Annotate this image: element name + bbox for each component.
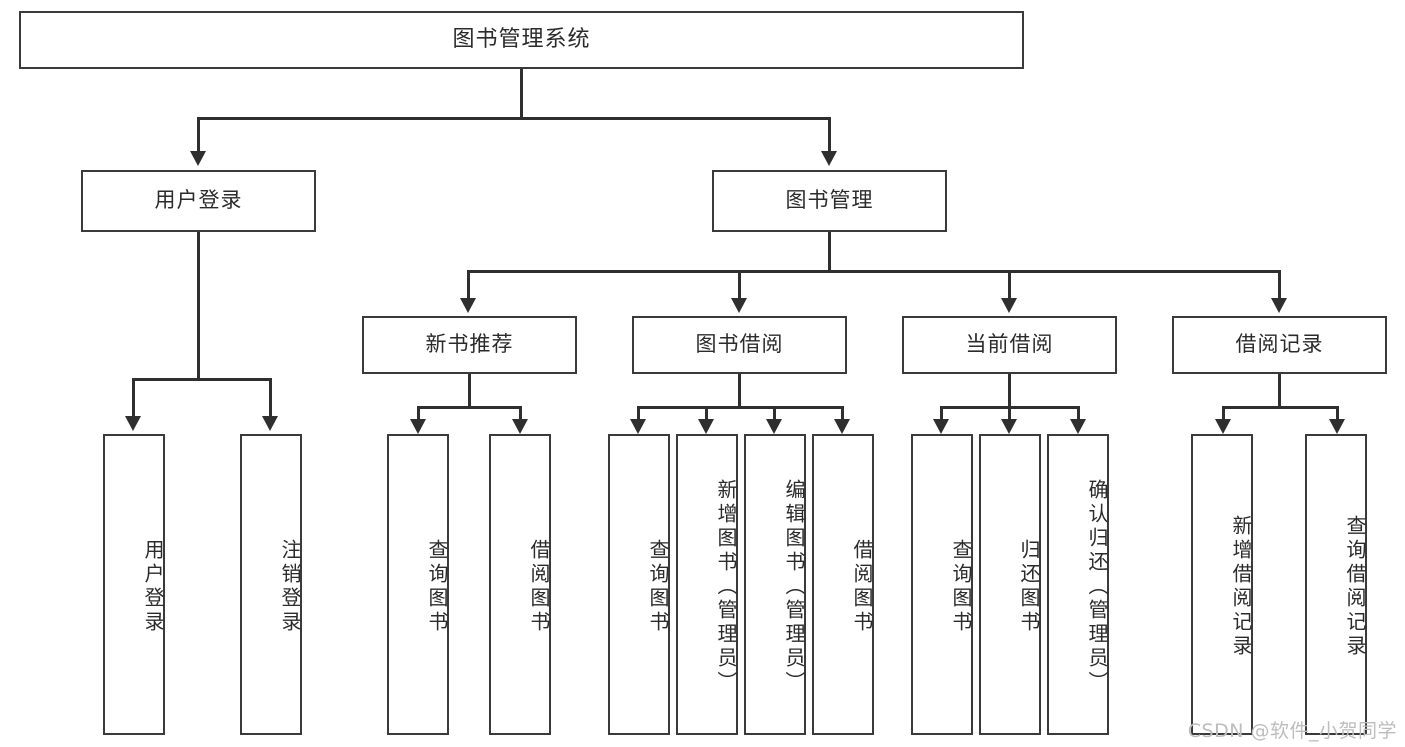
arrow-new-book-to-leaf-2	[512, 419, 528, 434]
node-label: 借阅记录	[1235, 332, 1324, 357]
node-label: 注销登录	[278, 538, 302, 635]
connector-bm-to-borrow-record	[1278, 270, 1281, 300]
connector-current-borrow-stem	[1008, 374, 1011, 408]
node-label: 查询图书	[425, 538, 449, 635]
arrow-user-login-to-leaf-2	[262, 416, 278, 431]
node-user-login[interactable]: 用户登录	[81, 170, 316, 232]
node-label: 借阅图书	[850, 538, 874, 635]
node-label: 查询图书	[646, 538, 670, 635]
arrow-bm-to-current-borrow	[1001, 298, 1017, 313]
node-borrow-record[interactable]: 借阅记录	[1172, 316, 1387, 374]
arrow-bb-to-leaf-3	[766, 419, 782, 434]
leaf-borrow-record-add-record[interactable]: 新增借阅记录	[1191, 434, 1253, 735]
connector-borrow-record-bus	[1222, 406, 1339, 409]
connector-bm-to-current-borrow	[1008, 270, 1011, 300]
arrow-bm-to-new-book	[460, 298, 476, 313]
leaf-current-borrow-query-book[interactable]: 查询图书	[911, 434, 973, 735]
connector-new-book-bus	[417, 406, 522, 409]
csdn-watermark: CSDN @软件_小贺同学	[1187, 720, 1397, 742]
node-label: 查询借阅记录	[1343, 514, 1367, 659]
connector-user-login-bus	[132, 378, 270, 381]
node-book-borrow[interactable]: 图书借阅	[632, 316, 847, 374]
node-label: 新增图书（管理员）	[714, 478, 738, 695]
connector-book-borrow-stem	[738, 374, 741, 408]
connector-bb-to-leaf-4	[841, 406, 844, 422]
node-label: 图书管理系统	[452, 26, 591, 52]
node-label: 确认归还（管理员）	[1085, 478, 1109, 695]
connector-bm-to-new-book	[467, 270, 470, 300]
connector-user-login-stem	[197, 232, 200, 380]
arrow-root-to-user-login	[190, 151, 206, 166]
node-label: 归还图书	[1017, 538, 1041, 635]
connector-new-book-stem	[468, 374, 471, 408]
leaf-book-borrow-borrow-book[interactable]: 借阅图书	[812, 434, 874, 735]
connector-book-management-stem	[828, 232, 831, 272]
node-label: 图书管理	[785, 188, 874, 213]
connector-bb-to-leaf-2	[705, 406, 708, 422]
connector-borrow-record-stem	[1278, 374, 1281, 408]
arrow-root-to-book-management	[821, 151, 837, 166]
connector-root-to-user-login	[197, 117, 200, 153]
leaf-current-borrow-confirm-return-admin[interactable]: 确认归还（管理员）	[1047, 434, 1109, 735]
arrow-bb-to-leaf-4	[834, 419, 850, 434]
arrow-bb-to-leaf-2	[698, 419, 714, 434]
leaf-new-book-borrow-book[interactable]: 借阅图书	[489, 434, 551, 735]
arrow-bm-to-book-borrow	[731, 298, 747, 313]
node-label: 新书推荐	[425, 332, 514, 357]
connector-root-stem	[520, 69, 523, 119]
connector-root-bus	[197, 117, 831, 120]
leaf-book-borrow-add-book-admin[interactable]: 新增图书（管理员）	[676, 434, 738, 735]
connector-cb-to-leaf-3	[1077, 406, 1080, 422]
arrow-bm-to-borrow-record	[1271, 298, 1287, 313]
arrow-cb-to-leaf-2	[1001, 419, 1017, 434]
connector-cb-to-leaf-2	[1008, 406, 1011, 422]
leaf-book-borrow-edit-book-admin[interactable]: 编辑图书（管理员）	[744, 434, 806, 735]
connector-user-login-to-leaf-2	[269, 378, 272, 418]
arrow-cb-to-leaf-3	[1070, 419, 1086, 434]
connector-cb-to-leaf-1	[940, 406, 943, 422]
node-new-book-recommend[interactable]: 新书推荐	[362, 316, 577, 374]
node-label: 图书借阅	[695, 332, 784, 357]
node-book-management[interactable]: 图书管理	[712, 170, 947, 232]
leaf-user-login-login[interactable]: 用户登录	[103, 434, 165, 735]
arrow-br-to-leaf-2	[1329, 419, 1345, 434]
node-label: 用户登录	[141, 538, 165, 635]
connector-bb-to-leaf-1	[637, 406, 640, 422]
arrow-user-login-to-leaf-1	[125, 416, 141, 431]
arrow-bb-to-leaf-1	[630, 419, 646, 434]
connector-new-book-to-leaf-2	[519, 406, 522, 422]
node-label: 新增借阅记录	[1229, 514, 1253, 659]
node-label: 当前借阅	[965, 332, 1054, 357]
leaf-user-login-logout[interactable]: 注销登录	[240, 434, 302, 735]
node-label: 用户登录	[154, 188, 243, 213]
connector-book-borrow-bus	[637, 406, 844, 409]
node-label: 查询图书	[949, 538, 973, 635]
connector-bb-to-leaf-3	[773, 406, 776, 422]
connector-bm-to-book-borrow	[738, 270, 741, 300]
connector-root-to-book-management	[828, 117, 831, 153]
connector-new-book-to-leaf-1	[417, 406, 420, 422]
arrow-br-to-leaf-1	[1215, 419, 1231, 434]
node-root-book-management-system[interactable]: 图书管理系统	[19, 11, 1024, 69]
node-label: 编辑图书（管理员）	[782, 478, 806, 695]
connector-br-to-leaf-2	[1336, 406, 1339, 422]
node-label: 借阅图书	[527, 538, 551, 635]
leaf-book-borrow-query-book[interactable]: 查询图书	[608, 434, 670, 735]
connector-book-management-bus	[467, 270, 1279, 273]
node-current-borrow[interactable]: 当前借阅	[902, 316, 1117, 374]
arrow-cb-to-leaf-1	[933, 419, 949, 434]
arrow-new-book-to-leaf-1	[410, 419, 426, 434]
connector-br-to-leaf-1	[1222, 406, 1225, 422]
leaf-new-book-query-book[interactable]: 查询图书	[387, 434, 449, 735]
connector-user-login-to-leaf-1	[132, 378, 135, 418]
leaf-borrow-record-query-record[interactable]: 查询借阅记录	[1305, 434, 1367, 735]
leaf-current-borrow-return-book[interactable]: 归还图书	[979, 434, 1041, 735]
